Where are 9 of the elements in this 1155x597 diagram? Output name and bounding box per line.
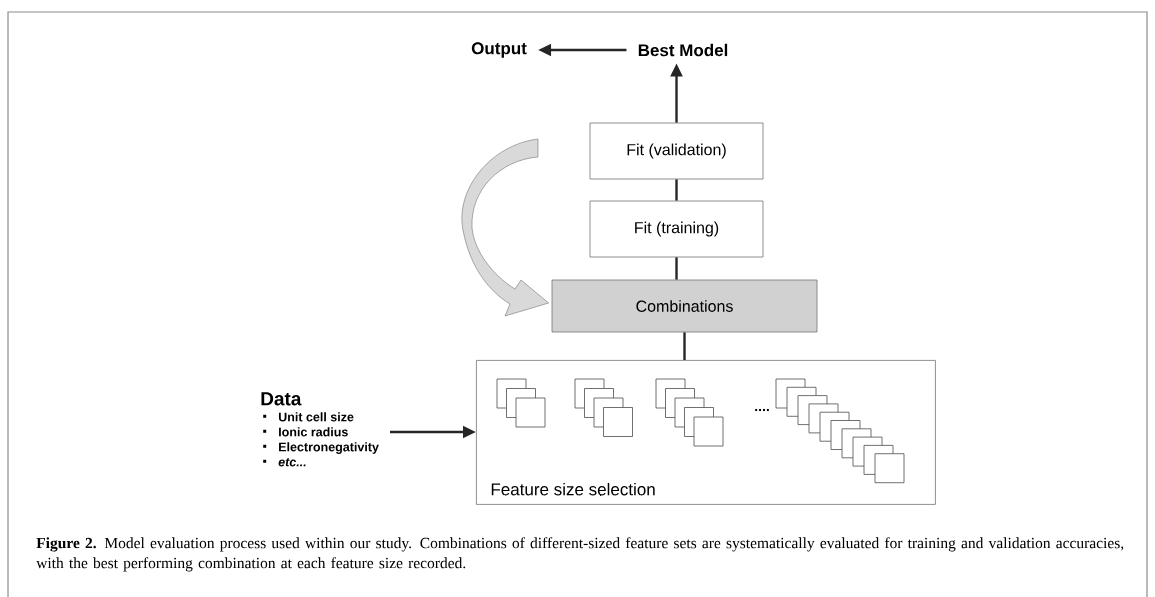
curved-arrow (461, 138, 549, 317)
process-box: Fit (validation) (589, 122, 764, 180)
process-box: Fit (training) (589, 200, 764, 258)
process-box: Combinations (551, 279, 818, 333)
data-list: Data Unit cell size Ionic radius Electronegativity etc... (261, 392, 379, 467)
figure-caption: Figure 2. Model evaluation process used within our study. Combinations of different-sized feature sets are systematically evaluated for training and validation accuracies, with the best performing combination at each feature size recorded. (36, 537, 1124, 572)
ellipsis-dots: .... (755, 408, 769, 412)
bold-label: Output (471, 42, 527, 58)
bold-label: Best Model (638, 43, 728, 57)
